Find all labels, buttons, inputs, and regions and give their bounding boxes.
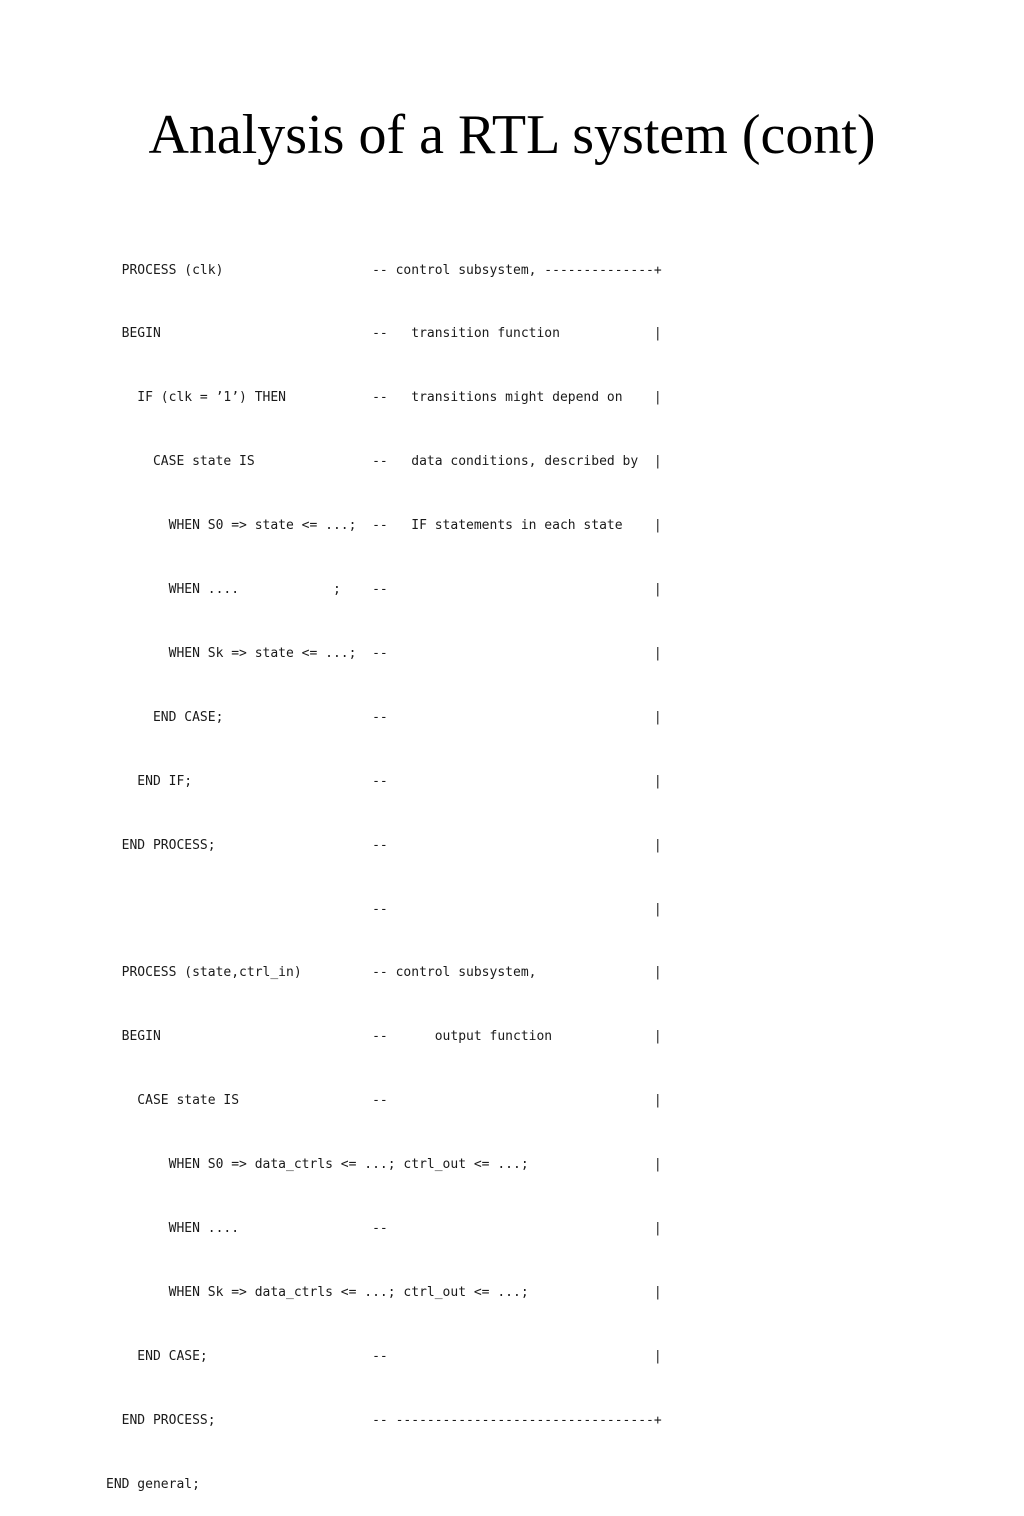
code-line: BEGIN -- output function | (106, 1029, 662, 1045)
vhdl-code-listing: PROCESS (clk) -- control subsystem, ----… (106, 217, 662, 1516)
code-line: END CASE; -- | (106, 709, 662, 725)
code-line: -- | (106, 901, 662, 917)
code-line: BEGIN -- transition function | (106, 326, 662, 342)
code-line: END IF; -- | (106, 773, 662, 789)
code-line: PROCESS (clk) -- control subsystem, ----… (106, 262, 662, 278)
code-line: END PROCESS; -- | (106, 837, 662, 853)
code-line: WHEN .... ; -- | (106, 582, 662, 598)
code-line: PROCESS (state,ctrl_in) -- control subsy… (106, 965, 662, 981)
code-line: IF (clk = ’1’) THEN -- transitions might… (106, 390, 662, 406)
code-line: CASE state IS -- data conditions, descri… (106, 454, 662, 470)
code-line: END PROCESS; -- ------------------------… (106, 1412, 662, 1428)
code-line: CASE state IS -- | (106, 1093, 662, 1109)
code-line: WHEN S0 => state <= ...; -- IF statement… (106, 518, 662, 534)
code-line: END general; (106, 1476, 200, 1492)
slide-title: Analysis of a RTL system (cont) (148, 104, 876, 166)
code-line: WHEN Sk => data_ctrls <= ...; ctrl_out <… (106, 1284, 662, 1300)
code-line: WHEN Sk => state <= ...; -- | (106, 645, 662, 661)
code-line: END CASE; -- | (106, 1348, 662, 1364)
code-line: WHEN .... -- | (106, 1220, 662, 1236)
code-line: WHEN S0 => data_ctrls <= ...; ctrl_out <… (106, 1157, 662, 1173)
